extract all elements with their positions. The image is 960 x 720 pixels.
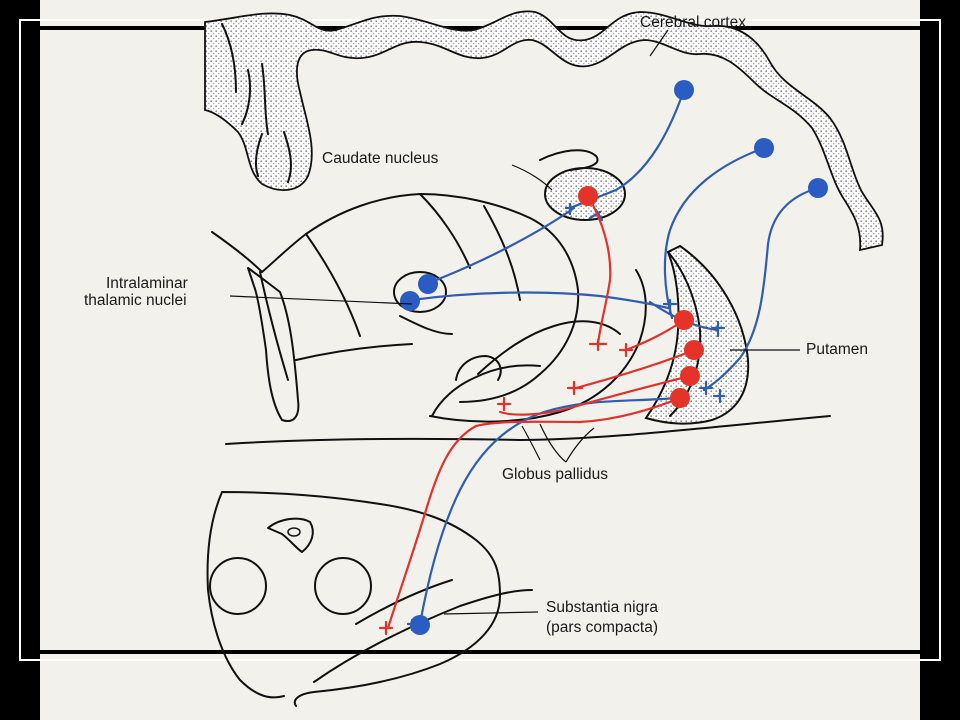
cortex-sulcus-lines	[221, 23, 292, 183]
red-neuron-caudate	[578, 186, 598, 206]
label-substantia-nigra-line1: Substantia nigra	[546, 599, 658, 616]
red-neuron-putamen-2	[684, 340, 704, 360]
thalamus-outline	[211, 193, 580, 403]
blue-neuron-cortex-1	[674, 80, 694, 100]
cerebral-aqueduct	[267, 517, 314, 553]
blue-neurons	[400, 80, 828, 635]
cortex-to-putamen-pathway-2	[702, 186, 820, 392]
right-colliculus	[314, 557, 372, 615]
red-neuron-putamen-4	[670, 388, 690, 408]
globus-pallidus-outline	[429, 269, 647, 423]
putamen-red-pathway-2	[574, 348, 696, 390]
putamen-red-pathway-3	[498, 374, 692, 416]
brainstem-upper-border	[225, 415, 831, 445]
label-caudate-nucleus: Caudate nucleus	[322, 150, 439, 167]
label-substantia-nigra-line2: (pars compacta)	[546, 619, 658, 636]
label-cerebral-cortex: Cerebral cortex	[640, 14, 746, 31]
small-bulge	[455, 355, 502, 381]
label-intralaminar-line1: Intralaminar	[106, 275, 188, 292]
blue-neuron-thalamic-2	[400, 291, 420, 311]
cerebral-cortex-shape	[204, 10, 884, 252]
label-globus-pallidus: Globus pallidus	[502, 466, 608, 483]
label-putamen: Putamen	[806, 341, 868, 358]
red-neuron-putamen-3	[680, 366, 700, 386]
midbrain-outline	[206, 491, 501, 707]
leader-lines	[229, 29, 800, 615]
blue-neuron-nigra	[410, 615, 430, 635]
blue-neuron-cortex-2	[754, 138, 774, 158]
cortex-to-putamen-pathway-1	[663, 146, 766, 320]
putamen-red-pathway-4	[386, 396, 682, 630]
red-terminals	[378, 338, 634, 636]
thalamic-inner-lines	[259, 193, 521, 381]
blue-neuron-cortex-3	[808, 178, 828, 198]
substantia-nigra-band	[313, 579, 533, 683]
paper-background	[40, 0, 920, 720]
nigra-to-putamen-blue-pathway	[418, 396, 678, 626]
red-neurons	[578, 186, 704, 408]
label-intralaminar-line2: thalamic nuclei	[84, 292, 187, 309]
internal-capsule-stem	[247, 267, 300, 422]
globus-pallidus-inner	[477, 320, 621, 375]
caudate-cap	[539, 149, 599, 171]
left-colliculus	[209, 557, 267, 615]
caudate-red-pathway	[586, 194, 612, 346]
blue-terminals	[406, 202, 726, 632]
blue-neuron-thalamic-1	[418, 274, 438, 294]
red-neuron-putamen-1	[674, 310, 694, 330]
aqueduct-lumen	[287, 527, 301, 537]
intralaminar-nucleus-shape	[393, 271, 447, 313]
